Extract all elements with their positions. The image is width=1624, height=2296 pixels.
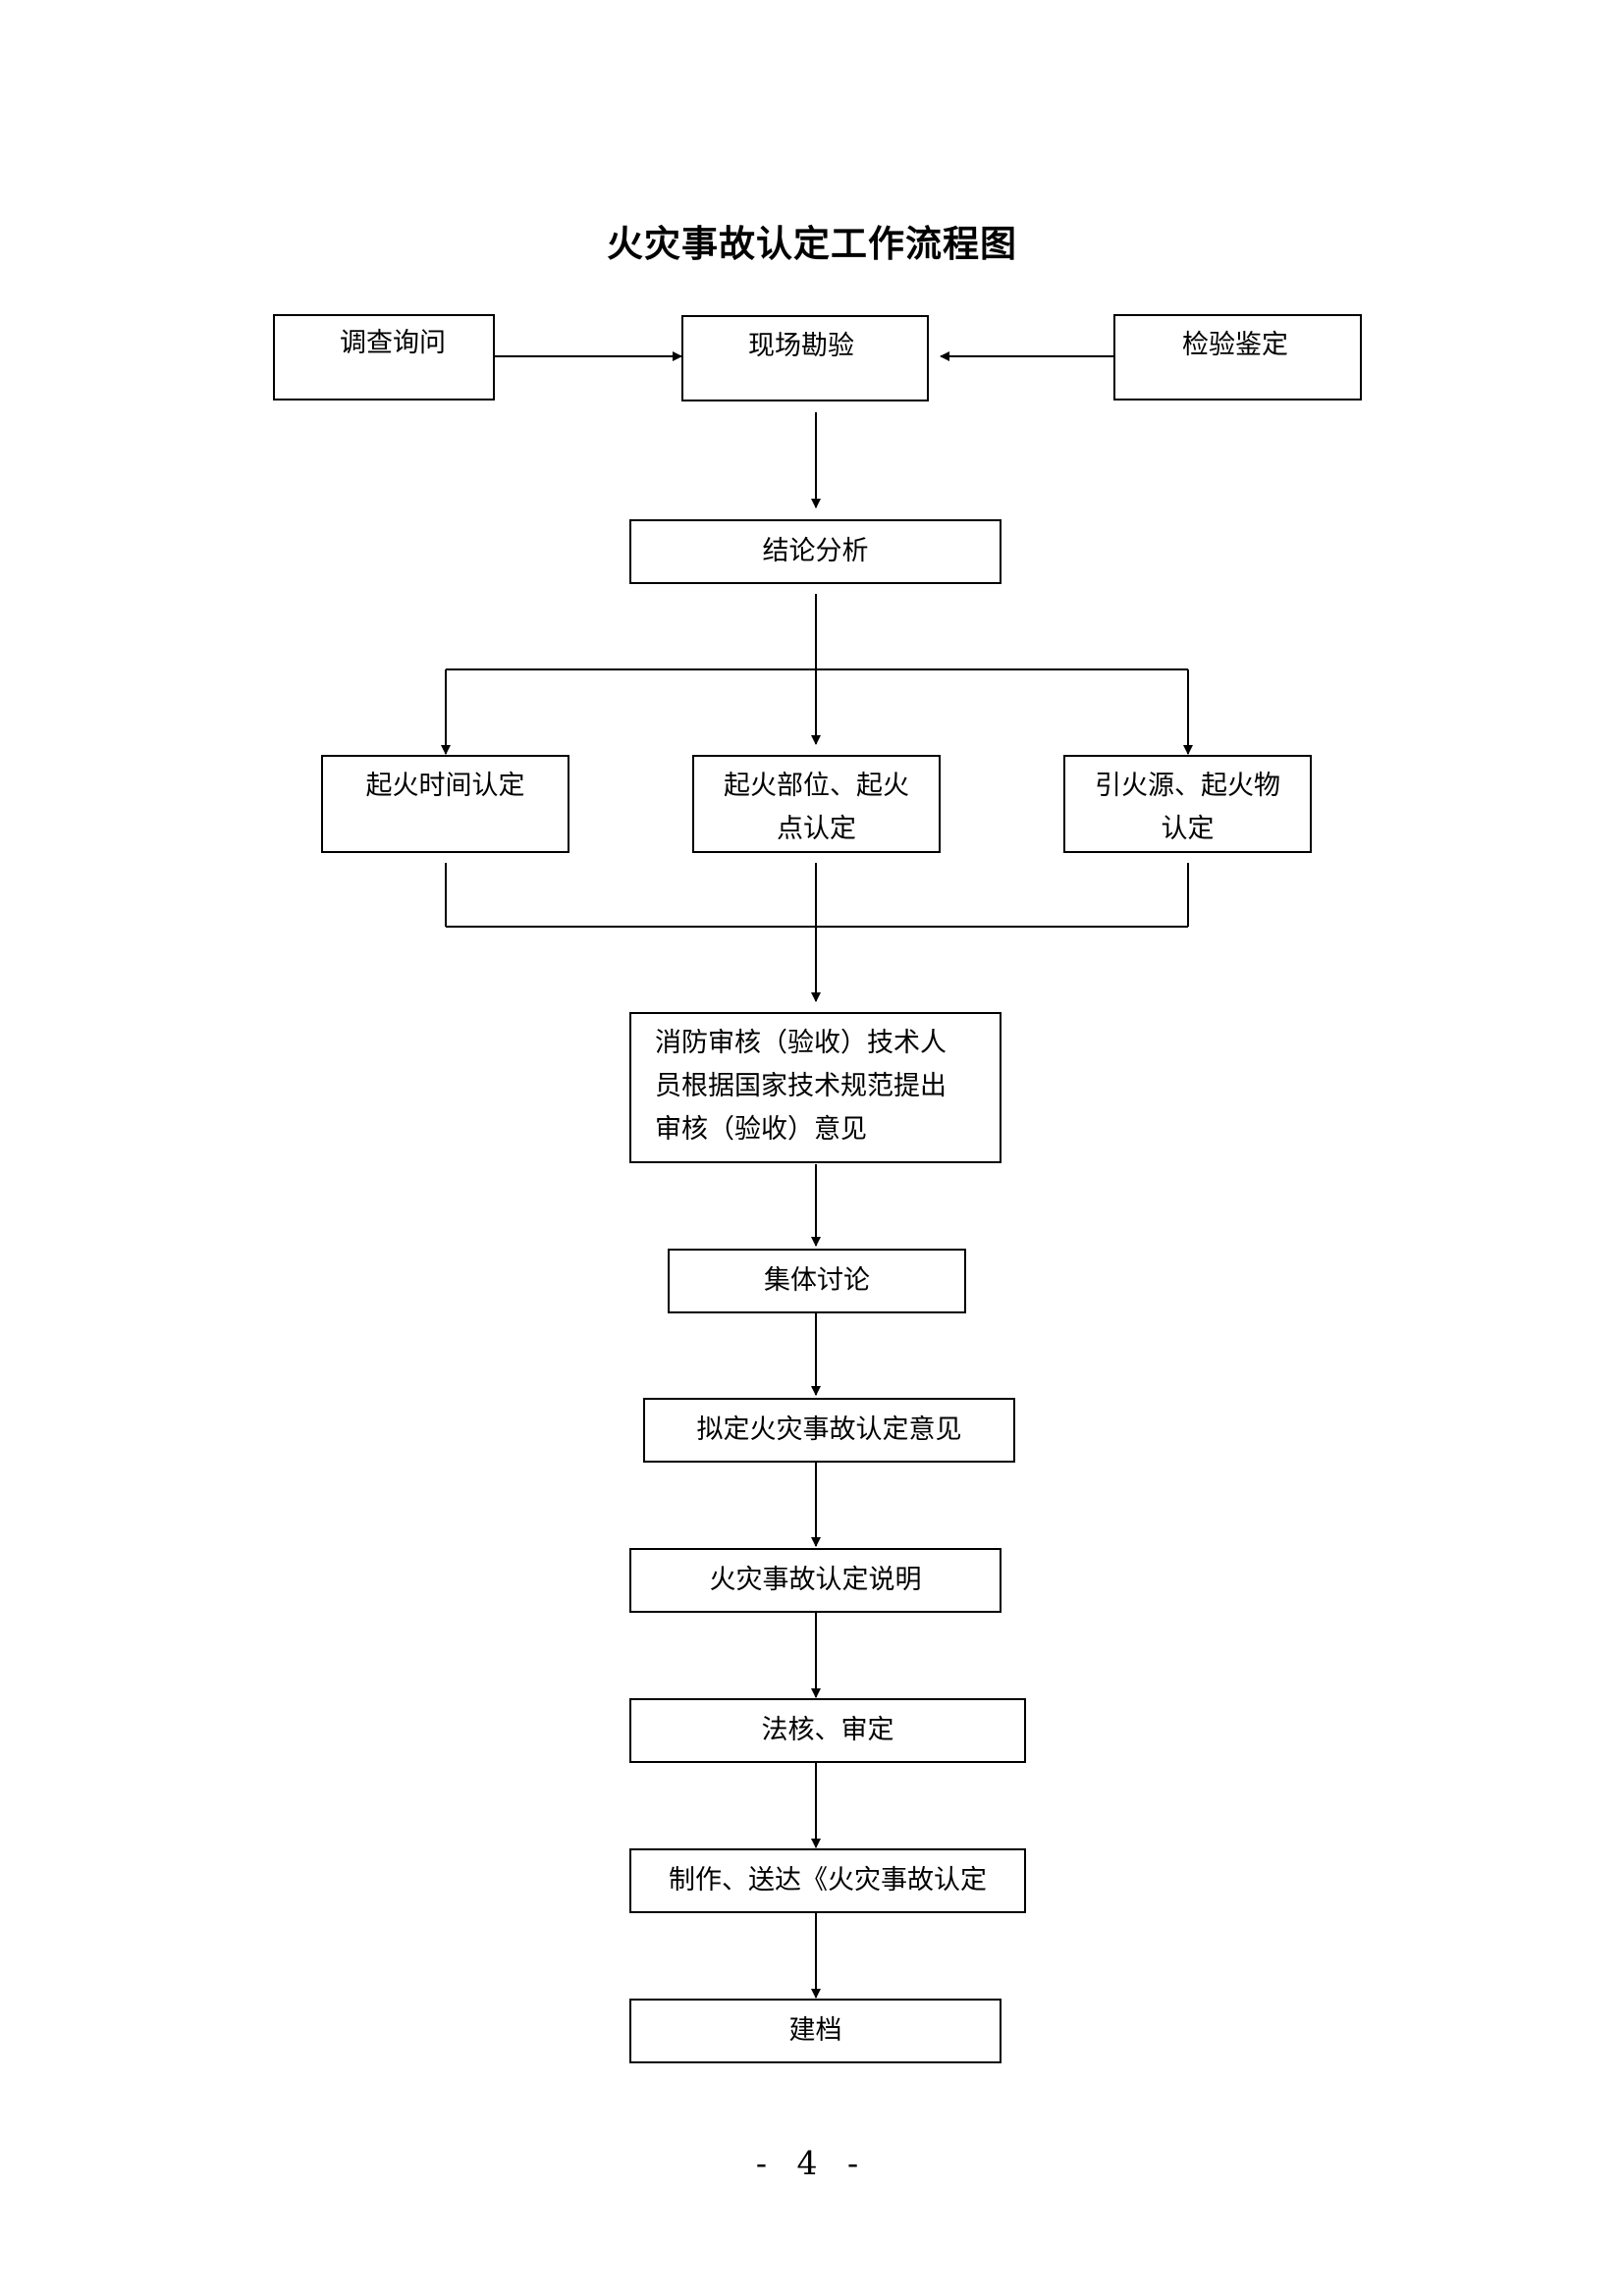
node-draft-opinion-label: 拟定火灾事故认定意见	[696, 1415, 962, 1445]
node-draft-opinion: 拟定火灾事故认定意见	[643, 1398, 1015, 1463]
node-legal-review-label: 法核、审定	[761, 1715, 894, 1745]
node-analysis: 结论分析	[629, 519, 1001, 584]
node-fire-source-line1: 引火源、起火物	[1095, 771, 1280, 801]
node-technical-review: 消防审核（验收）技术人 员根据国家技术规范提出 审核（验收）意见	[629, 1012, 1001, 1163]
node-collective-discussion: 集体讨论	[668, 1249, 966, 1313]
node-inspection-label: 检验鉴定	[1182, 330, 1288, 360]
page-number: - 4 -	[755, 2144, 869, 2182]
node-fire-time: 起火时间认定	[321, 755, 569, 853]
node-fire-time-label: 起火时间认定	[365, 771, 525, 801]
node-technical-review-line3: 审核（验收）意见	[655, 1114, 867, 1145]
node-site-survey: 现场勘验	[681, 315, 929, 401]
node-archive: 建档	[629, 1999, 1001, 2063]
node-issue-document-label: 制作、送达《火灾事故认定	[669, 1865, 987, 1896]
node-fire-location-line1: 起火部位、起火	[724, 771, 909, 801]
node-analysis-label: 结论分析	[762, 536, 869, 566]
node-archive-label: 建档	[788, 2015, 842, 2046]
node-technical-review-line1: 消防审核（验收）技术人	[655, 1028, 947, 1058]
node-fire-location-line2: 点认定	[777, 814, 856, 844]
node-site-survey-label: 现场勘验	[748, 331, 854, 361]
node-technical-review-line2: 员根据国家技术规范提出	[655, 1071, 947, 1101]
node-issue-document: 制作、送达《火灾事故认定	[629, 1848, 1026, 1913]
node-inspection: 检验鉴定	[1113, 314, 1362, 400]
node-fire-source-line2: 认定	[1161, 814, 1215, 844]
node-legal-review: 法核、审定	[629, 1698, 1026, 1763]
node-fire-source: 引火源、起火物 认定	[1063, 755, 1312, 853]
node-fire-location: 起火部位、起火 点认定	[692, 755, 941, 853]
node-collective-discussion-label: 集体讨论	[764, 1265, 870, 1296]
node-determination-explanation: 火灾事故认定说明	[629, 1548, 1001, 1613]
node-determination-explanation-label: 火灾事故认定说明	[709, 1565, 922, 1595]
node-investigation: 调查询问	[273, 314, 495, 400]
node-investigation-label: 调查询问	[340, 328, 446, 358]
flowchart-title: 火灾事故认定工作流程图	[607, 222, 1017, 265]
